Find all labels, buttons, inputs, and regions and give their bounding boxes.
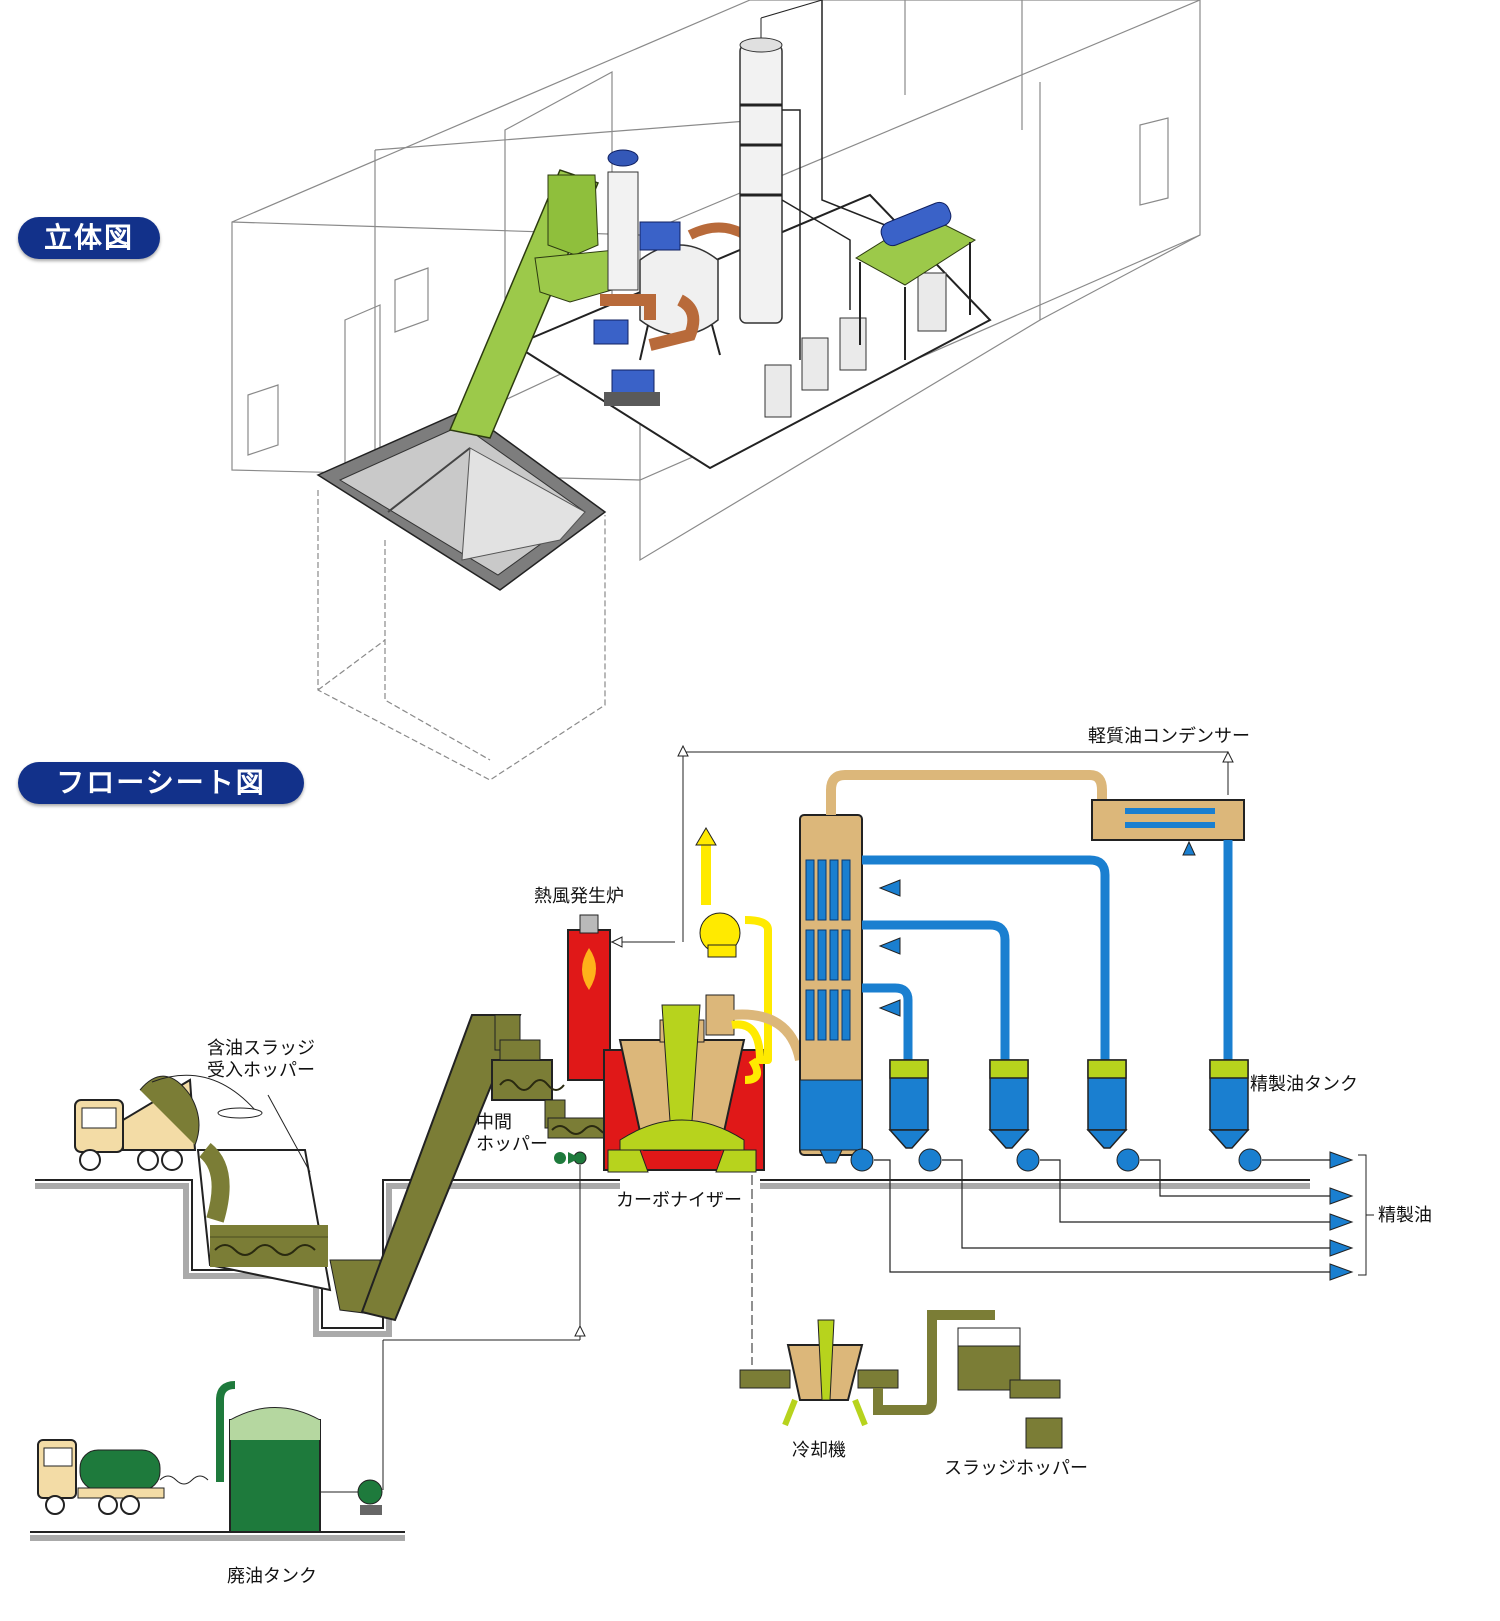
intermediate-hopper-label-2: ホッパー <box>476 1134 548 1155</box>
intermediate-hopper-label-1: 中間 <box>476 1112 512 1133</box>
isometric-plant-drawing <box>231 0 1201 781</box>
refined-oil-label: 精製油 <box>1378 1205 1432 1226</box>
isometric-heading: 立体図 <box>18 217 160 259</box>
refined-oil-tank-label: 精製油タンク <box>1250 1074 1358 1095</box>
cooler-label: 冷却機 <box>792 1440 846 1461</box>
sludge-receiving-hopper-label-2: 受入ホッパー <box>207 1060 315 1081</box>
sludge-hopper-label: スラッジホッパー <box>944 1458 1088 1479</box>
carbonizer-label: カーボナイザー <box>616 1190 742 1211</box>
light-oil-condenser-label: 軽質油コンデンサー <box>1088 726 1250 747</box>
sludge-receiving-hopper-label-1: 含油スラッジ <box>207 1038 315 1059</box>
flowsheet-heading: フローシート図 <box>18 762 304 804</box>
waste-oil-tank-label: 廃油タンク <box>227 1566 317 1587</box>
hot-air-furnace-label: 熱風発生炉 <box>534 886 624 907</box>
